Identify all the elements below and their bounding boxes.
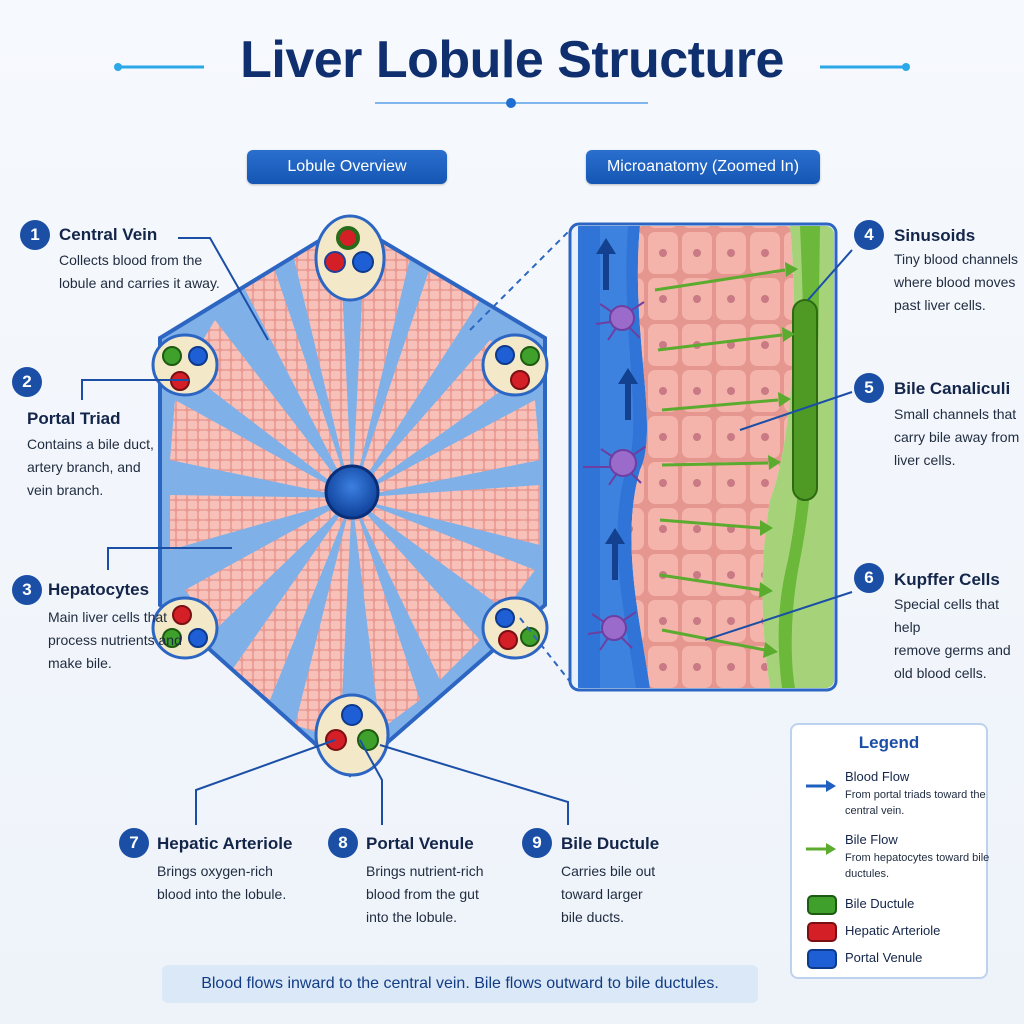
portal-triad-upper-right	[481, 333, 549, 397]
portal-venule-chip-icon	[807, 949, 837, 969]
legend-title: Legend	[858, 733, 920, 752]
legend: Legend Blood Flow From portal triads tow…	[790, 723, 989, 979]
footer-summary: Blood flows inward to the central vein. …	[162, 965, 758, 1003]
panel-header-micro: Microanatomy (Zoomed In)	[586, 150, 820, 184]
badge-kupffer-cells: 6	[854, 563, 884, 593]
portal-triad-lower-right	[481, 596, 549, 660]
page-title: Liver Lobule Structure	[240, 31, 784, 89]
portal-triad-lower-left	[151, 596, 219, 660]
badge-hepatocytes: 3	[12, 575, 42, 605]
label-hepatocytes-title: Hepatocytes	[48, 580, 150, 599]
bile-ductule-chip-icon	[807, 895, 837, 915]
blood-flow-arrow-icon	[806, 780, 836, 792]
label-bile-canaliculi-title: Bile Canaliculi	[894, 379, 1011, 398]
legend-blood-flow-desc: From portal triads toward the central ve…	[845, 789, 986, 817]
legend-bile-flow-name: Bile Flow	[845, 832, 898, 847]
badge-central-vein: 1	[20, 220, 50, 250]
central-vein	[324, 464, 380, 520]
legend-bile-flow-desc: From hepatocytes toward bile ductules.	[845, 852, 990, 880]
bile-flow-arrow-icon	[806, 843, 836, 855]
label-sinusoids-title: Sinusoids	[894, 226, 976, 245]
portal-triad-top	[314, 214, 386, 302]
hepatic-arteriole-chip-icon	[807, 922, 837, 942]
portal-triad-upper-left	[151, 333, 219, 397]
legend-blood-flow-name: Blood Flow	[845, 769, 910, 784]
badge-hepatic-arteriole: 7	[119, 828, 149, 858]
label-portal-venule-title: Portal Venule	[366, 834, 474, 853]
legend-item-portal-venule: Portal Venule	[845, 950, 923, 965]
badge-bile-ductule: 9	[522, 828, 552, 858]
label-hepatic-arteriole-title: Hepatic Arteriole	[157, 834, 293, 853]
badge-portal-venule: 8	[328, 828, 358, 858]
title-decoration	[114, 63, 910, 108]
legend-item-bile-ductule: Bile Ductule	[845, 896, 915, 911]
portal-triad-bottom	[314, 693, 390, 777]
badge-portal-triad: 2	[12, 367, 42, 397]
badge-bile-canaliculi: 5	[854, 373, 884, 403]
label-central-vein-title: Central Vein	[59, 225, 158, 244]
microanatomy-panel	[568, 222, 838, 692]
label-bile-ductule-title: Bile Ductule	[561, 834, 660, 853]
kupffer-cells	[583, 301, 646, 651]
badge-sinusoids: 4	[854, 220, 884, 250]
legend-item-hepatic-arteriole: Hepatic Arteriole	[845, 923, 941, 938]
label-kupffer-cells-title: Kupffer Cells	[894, 570, 1000, 589]
label-portal-triad-title: Portal Triad	[27, 409, 121, 428]
panel-header-overview: Lobule Overview	[247, 150, 447, 184]
